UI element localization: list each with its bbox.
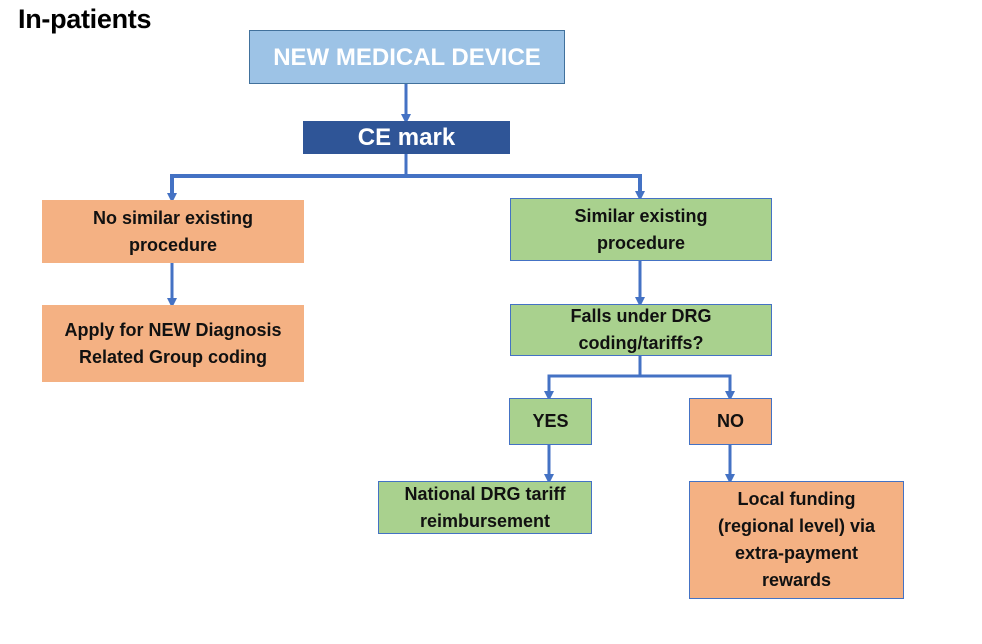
node-apply-new-drg: Apply for NEW Diagnosis Related Group co… [42,305,304,382]
node-new-medical-device-label: NEW MEDICAL DEVICE [273,43,541,71]
node-no-similar-procedure: No similar existing procedure [42,200,304,263]
arrow-to-no [640,374,735,401]
node-falls-under-drg-label: Falls under DRG coding/tariffs? [570,306,712,353]
node-no-label: NO [717,411,744,431]
node-similar-procedure: Similar existing procedure [510,198,772,261]
node-national-drg-tariff-label: National DRG tariff reimbursement [404,483,566,531]
node-ce-mark-label: CE mark [357,124,456,151]
arrow-to-similar [406,174,645,201]
node-no-similar-procedure-label: No similar existing procedure [92,207,254,255]
node-local-funding-label: Local funding (regional level) via extra… [717,489,876,590]
node-new-medical-device: NEW MEDICAL DEVICE [249,30,565,84]
node-ce-mark: CE mark [303,121,510,154]
node-yes-label: YES [532,411,569,431]
arrow-to-no-similar [167,174,406,203]
node-national-drg-tariff: National DRG tariff reimbursement [378,481,592,534]
node-yes: YES [509,398,592,445]
node-similar-procedure-label: Similar existing procedure [574,205,708,253]
node-local-funding: Local funding (regional level) via extra… [689,481,904,599]
node-falls-under-drg: Falls under DRG coding/tariffs? [510,304,772,356]
node-no: NO [689,398,772,445]
node-apply-new-drg-label: Apply for NEW Diagnosis Related Group co… [64,319,282,367]
page-title: In-patients [18,4,152,34]
arrow-to-yes [544,374,640,401]
